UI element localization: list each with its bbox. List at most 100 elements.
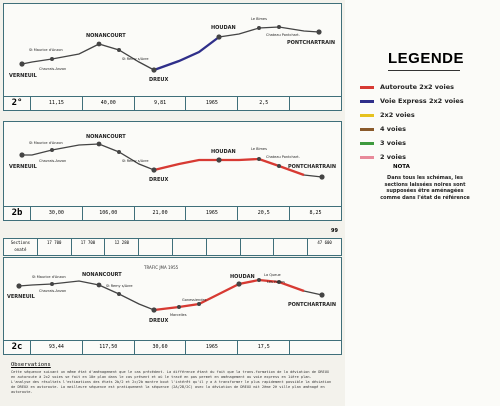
route-diagram-2: VERNEUIL St Maurice d'Anzon Chavrais-Anz… xyxy=(9,134,336,183)
place-label: St Remy s/Avre xyxy=(122,57,149,61)
legend-swatch xyxy=(360,127,374,131)
place-label: Chavrais-Anzon xyxy=(39,159,66,163)
legend-swatch xyxy=(360,85,374,89)
table-cell: 11,15 xyxy=(31,97,83,110)
legend-label: Autoroute 2x2 voies xyxy=(380,83,455,91)
page-number: 99 xyxy=(331,228,338,234)
table-cell: 106,00 xyxy=(83,207,135,220)
legend-item: 4 voies xyxy=(360,124,406,134)
legend-title: LEGENDE xyxy=(388,50,465,67)
legend-underline xyxy=(388,70,460,71)
table-cell: 8,25 xyxy=(309,210,322,216)
place-label: PONTCHARTRAIN xyxy=(287,40,335,46)
strip-cell: 12 280 xyxy=(105,239,140,255)
place-label: Chateau Pontchart. xyxy=(266,33,300,37)
table-cell: 9,81 xyxy=(135,97,187,110)
table-cell: 117,50 xyxy=(83,341,135,354)
legend-item: Autoroute 2x2 voies xyxy=(360,82,454,92)
place-label: Chavrais-Anzon xyxy=(39,67,66,71)
legend-label: Voie Express 2x2 voies xyxy=(380,97,464,105)
legend-swatch xyxy=(360,99,374,103)
strip-cell xyxy=(139,239,173,255)
strip-cell: 17 700 xyxy=(72,239,106,255)
strip-cell xyxy=(207,239,241,255)
place-label: Les Portes xyxy=(267,280,285,284)
strip-cell: 47 600 xyxy=(317,240,332,245)
nota-body: Dans tous les schémas, les sections lais… xyxy=(380,175,470,201)
place-label: HOUDAN xyxy=(211,149,236,155)
legend-item: 2x2 voies xyxy=(360,110,415,120)
table-cell: 40,00 xyxy=(83,97,135,110)
place-label: VERNEUIL xyxy=(7,294,36,300)
place-label: Le Bimes xyxy=(251,147,267,151)
legend-label: 3 voies xyxy=(380,139,406,147)
place-label: PONTCHARTRAIN xyxy=(288,302,336,308)
legend-item: Voie Express 2x2 voies xyxy=(360,96,464,106)
strip-cell: 17 700 xyxy=(38,239,72,255)
table-cell: 1965 xyxy=(186,207,239,220)
place-label: St Maurice d'Anzon xyxy=(32,275,66,279)
observations-title: Observations xyxy=(11,362,51,368)
place-label: DREUX xyxy=(149,77,168,83)
legend-item: 2 voies xyxy=(360,152,406,162)
place-label: HOUDAN xyxy=(230,274,255,280)
place-label: St Maurice d'Anzon xyxy=(29,141,63,145)
table-index: 2° xyxy=(4,97,31,110)
place-label: Chavrais-Anzon xyxy=(39,289,66,293)
legend-label: 4 voies xyxy=(380,125,406,133)
legend-page xyxy=(345,0,500,406)
place-label: PONTCHARTRAIN xyxy=(288,164,336,170)
legend-swatch xyxy=(360,155,374,159)
place-label: NONANCOURT xyxy=(82,272,122,278)
table-cell: 20,5 xyxy=(238,207,291,220)
table-cell: 30,00 xyxy=(31,207,83,220)
legend-swatch xyxy=(360,113,374,117)
place-label: DREUX xyxy=(149,318,168,324)
place-label: St Remy s/Avre xyxy=(106,284,133,288)
table-cell: 21,00 xyxy=(135,207,187,220)
place-label: VERNEUIL xyxy=(9,164,38,170)
place-label: La Queue xyxy=(264,273,281,277)
data-table-1: 2° 11,15 40,00 9,81 1965 2,5 xyxy=(4,96,341,110)
table-index: 2b xyxy=(4,207,31,220)
legend-item: 3 voies xyxy=(360,138,406,148)
place-label: NONANCOURT xyxy=(86,33,126,39)
place-label: VERNEUIL xyxy=(9,73,38,79)
section-strip: Sections onaté 17 700 17 700 12 280 47 6… xyxy=(3,238,342,256)
data-table-2: 2b 30,00 106,00 21,00 1965 20,5 8,25 xyxy=(4,206,341,220)
place-label: Chateau Pontchart. xyxy=(266,155,300,159)
data-table-3: 2c 93,44 117,50 30,60 1965 17,5 xyxy=(4,340,341,354)
table-cell xyxy=(290,97,341,110)
route-panel-2: VERNEUIL St Maurice d'Anzon Chavrais-Anz… xyxy=(3,121,342,221)
route-diagram-1: VERNEUIL St Maurice d'Anzon Chavrais-Anz… xyxy=(9,17,335,83)
route-diagram-3: TRAFIC JMA 1955 VERNEUIL St Maurice d'An… xyxy=(7,265,336,324)
place-label: DREUX xyxy=(149,177,168,183)
route-panel-3: TRAFIC JMA 1955 VERNEUIL St Maurice d'An… xyxy=(3,257,342,355)
legend-label: 2 voies xyxy=(380,153,406,161)
table-cell: 1965 xyxy=(186,341,239,354)
legend-label: 2x2 voies xyxy=(380,111,415,119)
table-cell xyxy=(290,341,341,354)
strip-cell xyxy=(241,239,275,255)
route-panel-1: VERNEUIL St Maurice d'Anzon Chavrais-Anz… xyxy=(3,3,342,111)
legend-swatch xyxy=(360,141,374,145)
panel-title: TRAFIC JMA 1955 xyxy=(143,265,179,270)
strip-cell: Sections onaté xyxy=(4,239,38,255)
table-index: 2c xyxy=(4,341,31,354)
table-cell: 93,44 xyxy=(31,341,83,354)
place-label: Le Bimes xyxy=(251,17,267,21)
table-cell: 1965 xyxy=(186,97,239,110)
place-label: St Maurice d'Anzon xyxy=(29,48,63,52)
place-label: NONANCOURT xyxy=(86,134,126,140)
table-cell: 30,60 xyxy=(135,341,187,354)
table-cell: 2,5 xyxy=(238,97,291,110)
place-label: Gonessiendes xyxy=(182,298,207,302)
observations-body: Cette séquence suivant un même état d'am… xyxy=(11,370,332,394)
strip-cell xyxy=(274,239,309,255)
table-cell: 17,5 xyxy=(238,341,291,354)
place-label: Marcelles xyxy=(170,313,187,317)
strip-cell xyxy=(173,239,207,255)
place-label: HOUDAN xyxy=(211,25,236,31)
nota-title: NOTA xyxy=(393,164,410,170)
place-label: St Remy s/Avre xyxy=(122,159,149,163)
